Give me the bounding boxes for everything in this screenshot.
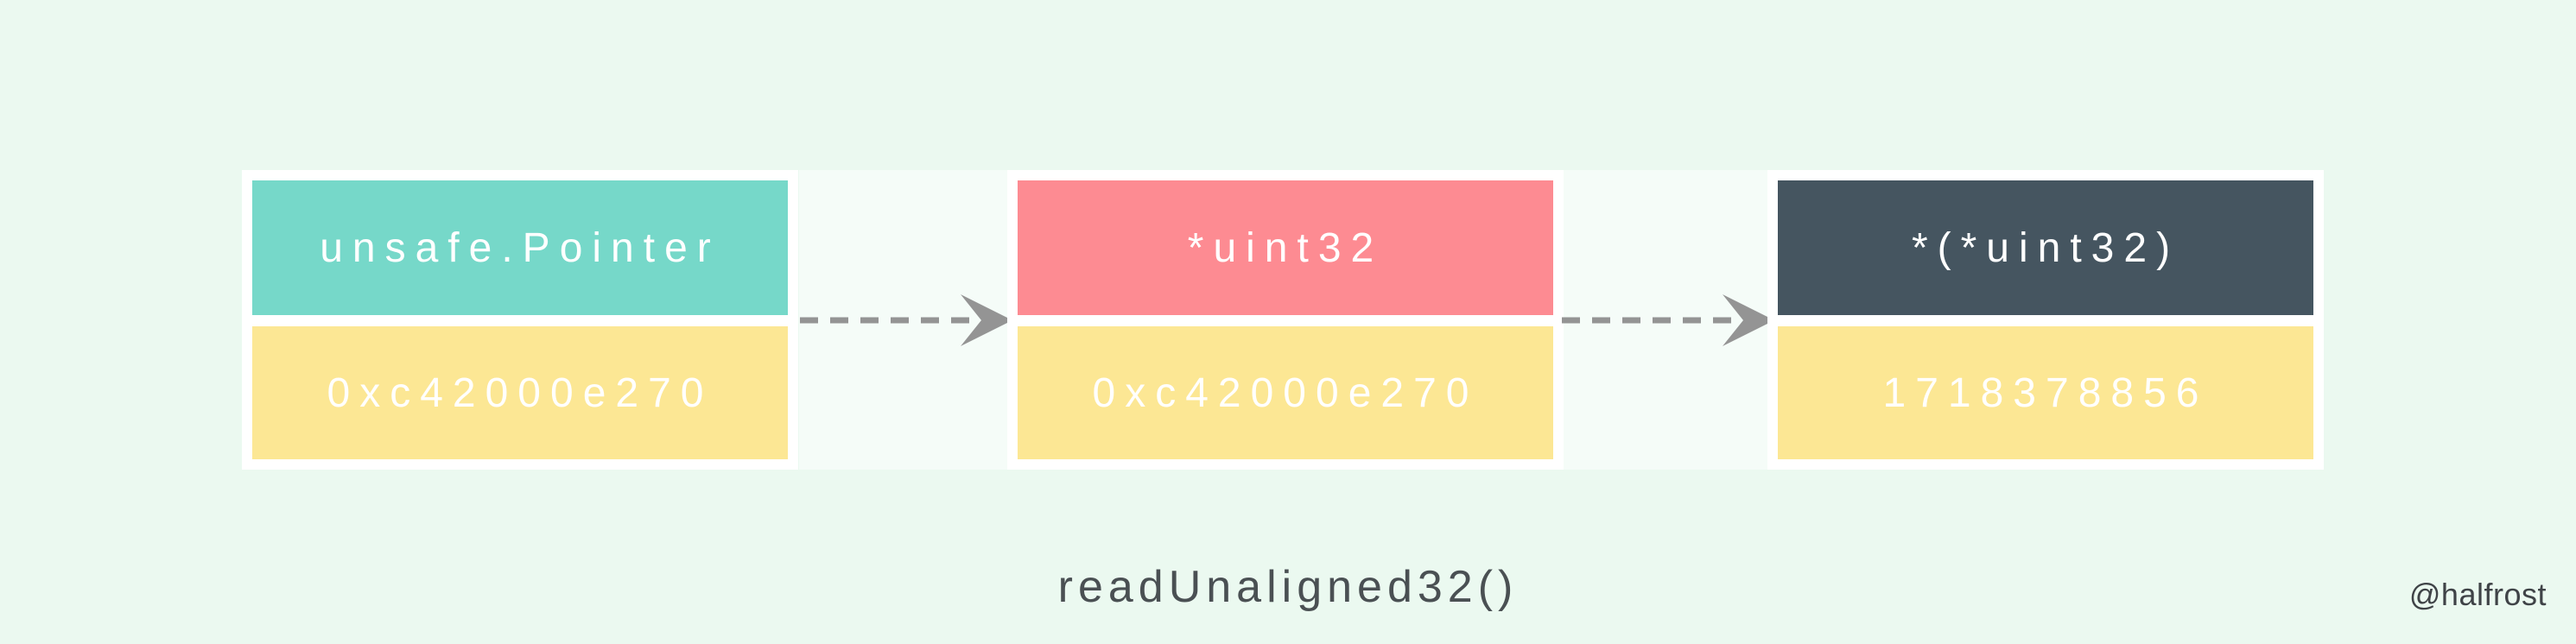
arrow-right-icon — [1562, 294, 1774, 346]
arrowhead-icon — [1723, 294, 1774, 346]
node-value-uint32-dereferenced: 1718378856 — [1778, 326, 2313, 459]
node-header-uint32-dereferenced: *(*uint32) — [1778, 180, 2313, 315]
node-value-unsafe-pointer: 0xc42000e270 — [252, 326, 788, 459]
arrowhead-icon — [961, 294, 1012, 346]
author-watermark: @halfrost — [2408, 577, 2547, 612]
node-value-uint32-pointer: 0xc42000e270 — [1018, 326, 1553, 459]
node-uint32-pointer: *uint32 0xc42000e270 — [1007, 170, 1564, 470]
node-header-unsafe-pointer: unsafe.Pointer — [252, 180, 788, 315]
node-header-uint32-pointer: *uint32 — [1018, 180, 1553, 315]
node-uint32-dereferenced: *(*uint32) 1718378856 — [1767, 170, 2324, 470]
diagram-caption: readUnaligned32() — [1057, 562, 1519, 612]
node-unsafe-pointer: unsafe.Pointer 0xc42000e270 — [242, 170, 798, 470]
arrow-right-icon — [800, 294, 1012, 346]
